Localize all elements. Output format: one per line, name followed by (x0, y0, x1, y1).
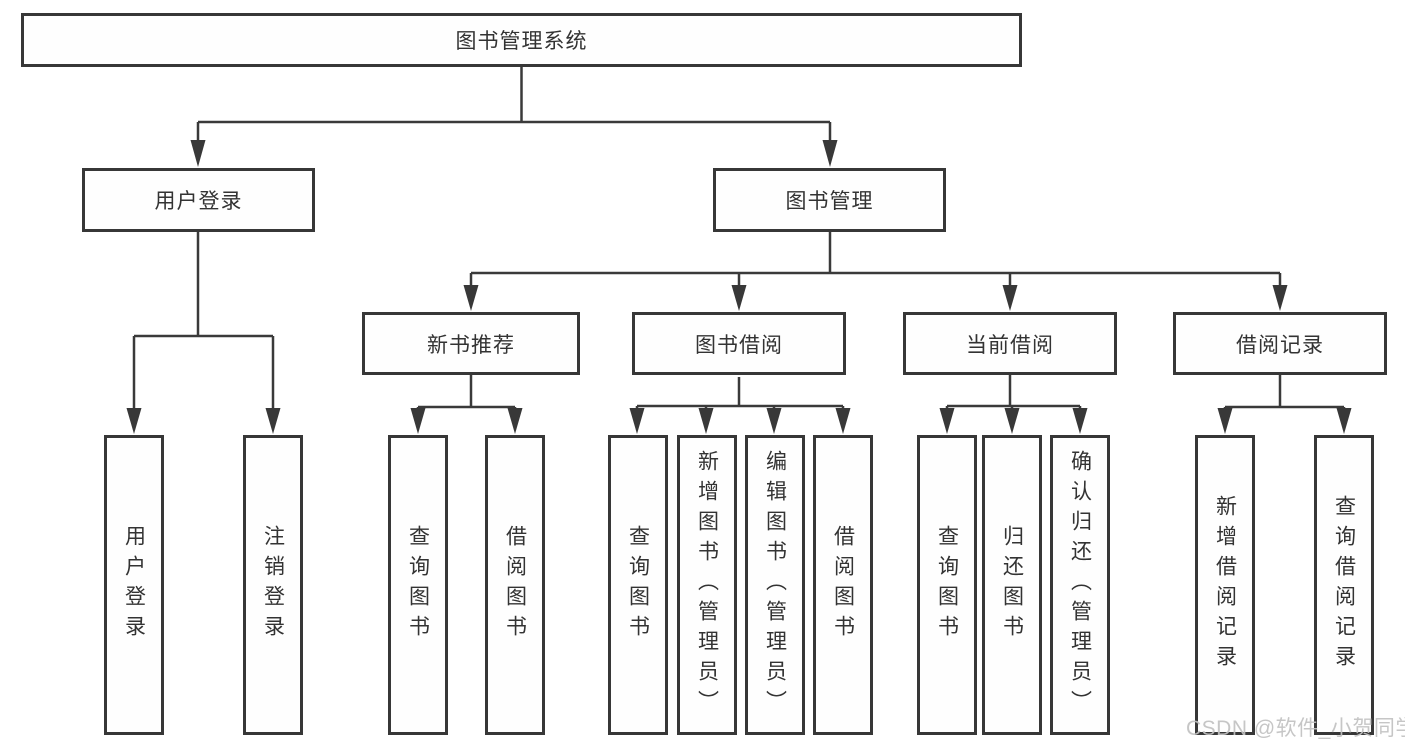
arrow-leaf-cb-query (939, 408, 955, 434)
node-root: 图书管理系统 (21, 13, 1022, 67)
arrowheads (126, 140, 1352, 434)
leaf-bb-edit-book-admin: 编辑图书（管理员） (745, 435, 805, 735)
arrow-leaf-logout (265, 408, 281, 434)
leaf-bb-add-book-admin: 新增图书（管理员） (677, 435, 737, 735)
leaf-cb-confirm-return-admin: 确认归还（管理员） (1050, 435, 1110, 735)
connector-records-to-leaves (1223, 375, 1346, 412)
leaf-bb-query-book-label: 查询图书 (626, 525, 650, 645)
arrow-leaf-rec-query (1336, 408, 1352, 434)
connector-userlogin-to-leaves (132, 232, 275, 412)
arrow-leaf-bb-query (629, 408, 645, 434)
connector-root-to-level2 (196, 67, 832, 146)
leaf-logout: 注销登录 (243, 435, 303, 735)
node-user-login: 用户登录 (82, 168, 315, 232)
leaf-logout-label: 注销登录 (261, 525, 285, 645)
arrow-leaf-bb-borrow (835, 408, 851, 434)
connector-current-to-leaves (945, 375, 1082, 412)
node-new-book-recommend: 新书推荐 (362, 312, 580, 375)
leaf-bb-add-book-admin-label: 新增图书（管理员） (695, 450, 719, 720)
leaf-nb-query-book: 查询图书 (388, 435, 448, 735)
leaf-cb-query-book-label: 查询图书 (935, 525, 959, 645)
leaf-nb-borrow-book: 借阅图书 (485, 435, 545, 735)
arrow-to-book-mgmt (822, 140, 838, 167)
leaf-cb-confirm-return-admin-label: 确认归还（管理员） (1068, 450, 1092, 720)
node-book-borrow: 图书借阅 (632, 312, 846, 375)
node-book-mgmt: 图书管理 (713, 168, 946, 232)
arrow-to-borrow (731, 285, 747, 311)
arrow-leaf-login (126, 408, 142, 434)
arrow-to-user-login (190, 140, 206, 167)
arrow-leaf-nb-borrow (507, 408, 523, 434)
leaf-bb-borrow-book: 借阅图书 (813, 435, 873, 735)
leaf-cb-return-book-label: 归还图书 (1000, 525, 1024, 645)
node-borrow-records: 借阅记录 (1173, 312, 1387, 375)
arrow-leaf-bb-add (698, 408, 714, 434)
arrow-leaf-bb-edit (766, 408, 782, 434)
leaf-rec-add-record: 新增借阅记录 (1195, 435, 1255, 735)
arrow-leaf-nb-query (410, 408, 426, 434)
arrow-to-current (1002, 285, 1018, 311)
leaf-bb-query-book: 查询图书 (608, 435, 668, 735)
arrow-to-records (1272, 285, 1288, 311)
connector-newbook-to-leaves (416, 375, 517, 412)
leaf-rec-query-record: 查询借阅记录 (1314, 435, 1374, 735)
connector-borrow-to-leaves (635, 377, 845, 412)
arrow-leaf-cb-confirm (1072, 408, 1088, 434)
leaf-nb-query-book-label: 查询图书 (406, 525, 430, 645)
leaf-nb-borrow-book-label: 借阅图书 (503, 525, 527, 645)
connector-bookmgmt-to-level3 (469, 232, 1282, 288)
leaf-user-login: 用户登录 (104, 435, 164, 735)
leaf-rec-add-record-label: 新增借阅记录 (1213, 495, 1237, 675)
leaf-rec-query-record-label: 查询借阅记录 (1332, 495, 1356, 675)
csdn-watermark: CSDN @软件_小贺同学 (1186, 717, 1405, 740)
arrow-to-newbook (463, 285, 479, 311)
arrow-leaf-rec-add (1217, 408, 1233, 434)
leaf-bb-edit-book-admin-label: 编辑图书（管理员） (763, 450, 787, 720)
leaf-cb-query-book: 查询图书 (917, 435, 977, 735)
leaf-user-login-label: 用户登录 (122, 525, 146, 645)
arrow-leaf-cb-return (1004, 408, 1020, 434)
node-current-borrow: 当前借阅 (903, 312, 1117, 375)
leaf-cb-return-book: 归还图书 (982, 435, 1042, 735)
leaf-bb-borrow-book-label: 借阅图书 (831, 525, 855, 645)
